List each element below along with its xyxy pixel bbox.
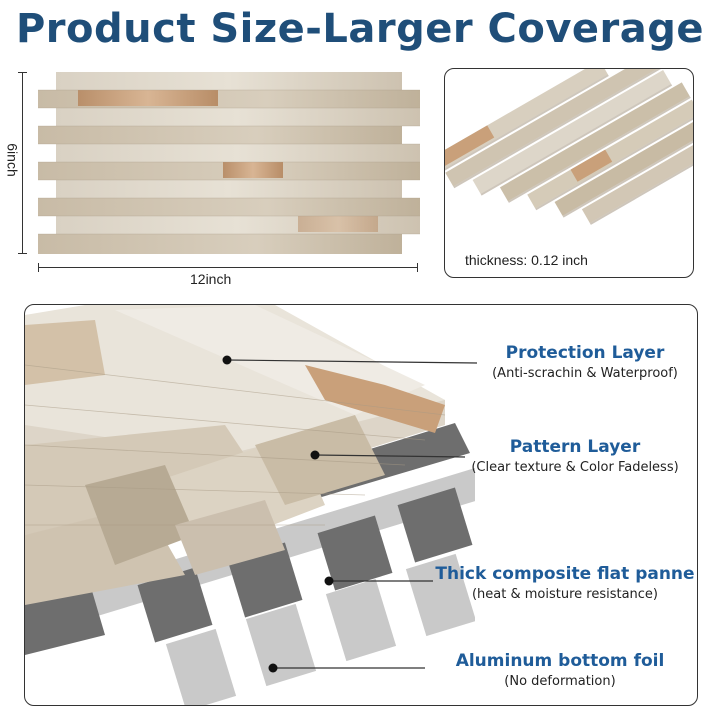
height-dimension-line [18, 72, 27, 254]
width-dimension-line [38, 263, 418, 272]
layer-title-foil: Aluminum bottom foil [455, 651, 665, 671]
pattern-layer-marker [310, 450, 320, 460]
thickness-label: thickness: 0.12 inch [465, 252, 588, 268]
layer-stack-illustration [25, 305, 478, 705]
layer-title-composite: Thick composite flat panne [435, 564, 695, 584]
tile-front-view [38, 72, 420, 254]
height-label: 6inch [4, 143, 21, 177]
layer-title-protection: Protection Layer [505, 343, 665, 363]
protection-layer-marker [222, 355, 232, 365]
tile-side-view [445, 69, 693, 225]
foil-layer-marker [268, 663, 278, 673]
layer-desc-foil: (No deformation) [504, 674, 616, 689]
layer-diagram-panel [24, 304, 698, 706]
layer-desc-composite: (heat & moisture resistance) [471, 587, 659, 602]
page-title: Product Size-Larger Coverage [15, 6, 705, 52]
layer-title-pattern: Pattern Layer [509, 437, 641, 457]
layer-desc-protection: (Anti-scrachin & Waterproof) [492, 366, 678, 381]
thickness-panel [444, 68, 694, 278]
layer-desc-pattern: (Clear texture & Color Fadeless) [471, 460, 679, 475]
width-label: 12inch [190, 271, 232, 287]
composite-layer-marker [324, 576, 334, 586]
